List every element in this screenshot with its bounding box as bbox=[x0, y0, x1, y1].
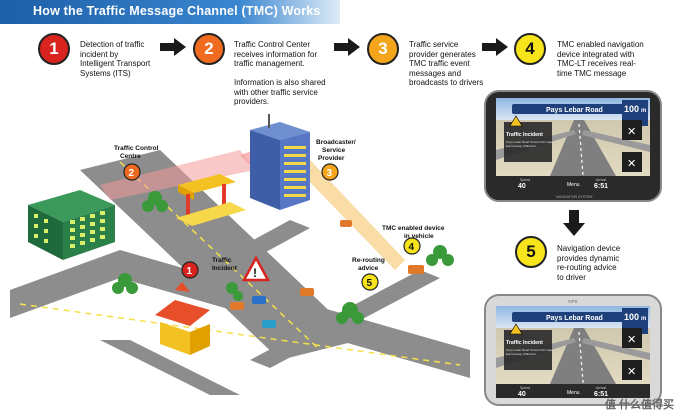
svg-text:✕: ✕ bbox=[627, 334, 636, 346]
svg-text:!: ! bbox=[253, 266, 257, 280]
gps-distance-unit: m bbox=[641, 108, 646, 114]
svg-text:Traffic Incident: Traffic Incident bbox=[506, 340, 543, 346]
scene-badge-5: 5 bbox=[361, 273, 379, 291]
label-rerouting: Re-routing bbox=[352, 257, 385, 264]
svg-text:Expressway (PIE) Exit: Expressway (PIE) Exit bbox=[506, 352, 536, 356]
step-3-badge: 3 bbox=[367, 33, 399, 65]
vehicles bbox=[230, 220, 424, 328]
city-scene: ! 2 3 4 5 1 Traffic Control Centre Broad… bbox=[10, 114, 470, 395]
step-4-badge: 4 bbox=[514, 33, 546, 65]
svg-text:NAVIGATION SYSTEM: NAVIGATION SYSTEM bbox=[556, 195, 593, 199]
gps-speed: 40 bbox=[518, 183, 526, 190]
svg-text:Arrival: Arrival bbox=[596, 386, 606, 390]
arrow-down-icon bbox=[563, 210, 585, 236]
arrow-right-icon bbox=[482, 38, 508, 56]
gps-popup-title: Traffic Incident bbox=[506, 132, 543, 138]
svg-text:5: 5 bbox=[367, 278, 373, 289]
trees bbox=[112, 191, 454, 324]
svg-text:Service: Service bbox=[322, 147, 346, 154]
step-1-badge: 1 bbox=[38, 33, 70, 65]
arrow-right-icon bbox=[160, 38, 186, 56]
house bbox=[155, 282, 210, 355]
step-5-badge: 5 bbox=[515, 236, 547, 268]
svg-text:Incident: Incident bbox=[212, 265, 238, 272]
svg-text:2: 2 bbox=[129, 168, 135, 179]
traffic-control-building bbox=[28, 190, 115, 260]
scene-badge-1: 1 bbox=[181, 261, 199, 279]
svg-text:Menu: Menu bbox=[567, 390, 580, 396]
step-2-badge: 2 bbox=[193, 33, 225, 65]
svg-text:Provider: Provider bbox=[318, 155, 345, 162]
gps-menu: Menu bbox=[567, 182, 580, 188]
scene-badge-3: 3 bbox=[321, 163, 339, 181]
header-banner: How the Traffic Message Channel (TMC) Wo… bbox=[0, 0, 340, 24]
svg-text:Speed: Speed bbox=[520, 386, 530, 390]
svg-text:in vehicle: in vehicle bbox=[404, 233, 434, 240]
svg-text:advice: advice bbox=[358, 265, 379, 272]
svg-text:4: 4 bbox=[409, 242, 415, 253]
svg-text:1: 1 bbox=[187, 266, 193, 277]
svg-text:Arrival: Arrival bbox=[596, 178, 606, 182]
scene-badge-2: 2 bbox=[123, 163, 141, 181]
svg-text:40: 40 bbox=[518, 391, 526, 398]
svg-text:Pays Lebar Road: Pays Lebar Road bbox=[546, 315, 603, 322]
gps-road-label: Pays Lebar Road bbox=[546, 107, 603, 114]
broadcaster-building bbox=[250, 114, 310, 210]
svg-text:Expressway (PIE) Exit: Expressway (PIE) Exit bbox=[506, 144, 536, 148]
scene-badge-4: 4 bbox=[403, 237, 421, 255]
gps-device-top: Pays Lebar Road 100 m Traffic Incident P… bbox=[484, 90, 662, 207]
svg-text:m: m bbox=[641, 316, 646, 322]
road-network bbox=[10, 150, 470, 395]
label-traffic-control-centre: Traffic Control bbox=[114, 145, 159, 152]
warning-sign-icon bbox=[241, 255, 271, 282]
svg-text:✕: ✕ bbox=[627, 158, 636, 170]
svg-text:Speed: Speed bbox=[520, 178, 530, 182]
label-broadcaster: Broadcaster/ bbox=[316, 139, 356, 146]
svg-text:100: 100 bbox=[624, 312, 639, 322]
petrol-station bbox=[176, 174, 246, 226]
svg-text:GPS: GPS bbox=[568, 299, 578, 304]
arrow-right-icon bbox=[334, 38, 360, 56]
label-traffic-incident: Traffic bbox=[212, 257, 232, 264]
gps-distance: 100 bbox=[624, 104, 639, 114]
svg-text:6:51: 6:51 bbox=[594, 391, 608, 398]
svg-text:Pays Lebar Road Toward Pan Isl: Pays Lebar Road Toward Pan Island bbox=[506, 348, 555, 352]
gps-device-bottom: GPS Pays Lebar Road 100 m Traffic Incide… bbox=[484, 294, 662, 411]
page-title: How the Traffic Message Channel (TMC) Wo… bbox=[33, 4, 321, 18]
svg-text:3: 3 bbox=[327, 168, 333, 179]
gps-incident-popup bbox=[504, 122, 552, 162]
watermark: 值 什么值得买 bbox=[604, 399, 674, 411]
label-tmc-device: TMC enabled device bbox=[382, 225, 445, 232]
gps-arrival: 6:51 bbox=[594, 183, 608, 190]
svg-text:✕: ✕ bbox=[627, 126, 636, 138]
svg-text:Pays Lebar Road Toward Pan Isl: Pays Lebar Road Toward Pan Island bbox=[506, 140, 555, 144]
svg-text:✕: ✕ bbox=[627, 366, 636, 378]
svg-text:Centre: Centre bbox=[120, 153, 141, 160]
